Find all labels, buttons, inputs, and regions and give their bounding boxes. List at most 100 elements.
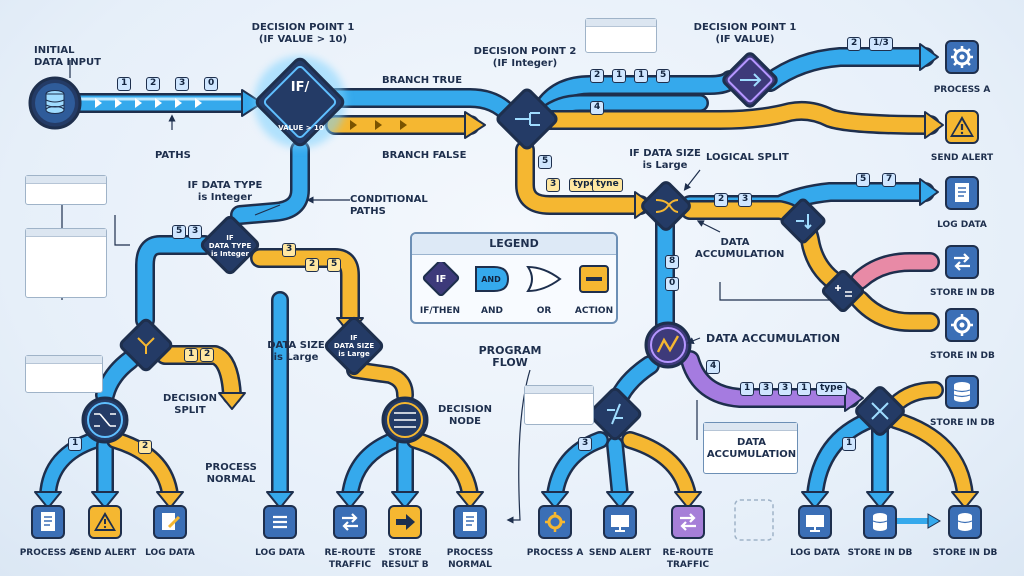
chip-left53-1: 3 <box>188 225 203 239</box>
label-branch-false: BRANCH FALSE <box>382 150 467 161</box>
path-d2-to-send-alert <box>535 100 940 135</box>
database-icon <box>953 382 971 402</box>
data-accumulation-circle[interactable] <box>644 321 692 369</box>
path-node-to-store2 <box>850 290 940 332</box>
chip-two5-0: 2 <box>305 258 320 272</box>
arrow-right-icon <box>740 73 762 87</box>
send-alert-tile[interactable] <box>945 110 979 144</box>
chip-mid-2: 1 <box>634 69 649 83</box>
chip-one-bottom: 1 <box>68 437 83 451</box>
chip-mid-1: 1 <box>612 69 627 83</box>
document-icon <box>463 512 477 531</box>
bottom-output-tile-2[interactable] <box>88 505 122 539</box>
bottom-output-label-12: STORE IN DB <box>847 548 913 558</box>
bottom-output-tile-9[interactable] <box>603 505 637 539</box>
path-split-left-yellow <box>155 345 242 405</box>
accum-node-diamond[interactable] <box>821 269 865 313</box>
path-fan-mid <box>271 291 479 504</box>
chip-one-right: 1 <box>842 437 857 451</box>
bottom-output-tile-4[interactable] <box>263 505 297 539</box>
branch-icon <box>137 337 155 354</box>
data-size-diamond[interactable] <box>324 316 384 376</box>
legend-ifthen-label: IF/THEN <box>419 306 461 316</box>
decision-split-circle[interactable] <box>81 396 129 444</box>
decision-node-circle[interactable] <box>381 396 429 444</box>
svg-text:AND: AND <box>481 275 501 284</box>
send-alert-label: SEND ALERT <box>930 153 994 163</box>
chip-input-2: 3 <box>175 77 190 91</box>
store-in-db-tile-3[interactable] <box>945 375 979 409</box>
path-node-to-store1 <box>850 252 940 290</box>
chip-mid-0: 2 <box>590 69 605 83</box>
chip-purple-4: type <box>816 382 847 396</box>
bottom-output-label-2: SEND ALERT <box>73 548 137 558</box>
bottom-output-label-8: PROCESS A <box>526 548 584 558</box>
accum-right-diamond[interactable] <box>780 198 826 244</box>
bottom-output-label-5: RE-ROUTE TRAFFIC <box>324 548 376 570</box>
note-card-2 <box>25 228 107 298</box>
swap-arrows-icon <box>954 253 970 271</box>
bottom-output-label-10: RE-ROUTE TRAFFIC <box>662 548 714 570</box>
path-d1b-to-process-a <box>760 47 935 92</box>
right-bottom-diamond[interactable] <box>855 386 906 437</box>
chip-two5-1: 5 <box>327 258 342 272</box>
chip-five-left: 5 <box>538 155 553 169</box>
chip-mid-3: 5 <box>656 69 671 83</box>
bottom-output-tile-7[interactable] <box>453 505 487 539</box>
chip-zero: 0 <box>665 277 680 291</box>
label-decision-point-2: DECISION POINT 2 (IF Integer) <box>473 46 577 69</box>
path-fan-rightmid <box>546 431 697 504</box>
chip-log-1: 7 <box>882 173 897 187</box>
bottom-output-tile-12[interactable] <box>863 505 897 539</box>
process-a-tile[interactable] <box>945 40 979 74</box>
bottom-output-tile-10[interactable] <box>671 505 705 539</box>
log-data-tile[interactable] <box>945 176 979 210</box>
label-decision-point-1: DECISION POINT 1 (IF VALUE > 10) <box>251 22 355 45</box>
svg-text:IF: IF <box>436 274 447 285</box>
chip-type-2: tyne <box>592 178 623 192</box>
split-diamond-left[interactable] <box>119 318 173 372</box>
legend-title: LEGEND <box>412 234 616 255</box>
bottom-output-tile-6[interactable] <box>388 505 422 539</box>
bottom-output-tile-11[interactable] <box>798 505 832 539</box>
network-icon <box>94 413 116 427</box>
arrow-right-icon <box>396 514 415 530</box>
document-icon <box>41 512 55 531</box>
bottom-output-tile-1[interactable] <box>31 505 65 539</box>
path-accum-purple <box>680 350 860 408</box>
legend-action-symbol <box>574 262 614 296</box>
edit-icon <box>162 513 181 530</box>
bottom-output-tile-13[interactable] <box>948 505 982 539</box>
path-type-left <box>135 235 215 330</box>
bottom-output-tile-8[interactable] <box>538 505 572 539</box>
chip-type-0: 3 <box>546 178 561 192</box>
sub-diamond-mid[interactable] <box>588 387 642 441</box>
store-to-store-arrow <box>895 513 941 529</box>
flow-chevrons <box>95 98 407 130</box>
warning-icon <box>950 116 974 137</box>
data-accumulation-box: DATA ACCUMULATION <box>703 422 798 474</box>
chip-purple-3: 1 <box>797 382 812 396</box>
decision-diamond-2[interactable] <box>496 88 558 150</box>
path-size-down <box>346 361 414 404</box>
store-in-db-tile-1[interactable] <box>945 245 979 279</box>
label-branch-true: BRANCH TRUE <box>382 75 463 86</box>
gear-icon <box>951 314 973 336</box>
logical-split-diamond[interactable] <box>641 181 692 232</box>
bottom-output-tile-3[interactable] <box>153 505 187 539</box>
document-icon <box>955 183 969 202</box>
path-d2-down-yellow <box>515 140 650 215</box>
data-type-diamond[interactable] <box>200 215 260 275</box>
bottom-output-tile-5[interactable] <box>333 505 367 539</box>
decision-diamond-1[interactable] <box>255 57 346 148</box>
label-paths: PATHS <box>155 150 191 161</box>
store-in-db-tile-2[interactable] <box>945 308 979 342</box>
input-node[interactable] <box>28 76 82 130</box>
gear-icon <box>951 46 973 68</box>
monitor-icon <box>806 515 824 532</box>
label-data-accumulation-mid: DATA ACCUMULATION <box>706 332 841 345</box>
store-in-db-label-2: STORE IN DB <box>930 351 995 361</box>
divide-icon <box>607 403 623 425</box>
decision-diamond-1b[interactable] <box>722 52 779 109</box>
